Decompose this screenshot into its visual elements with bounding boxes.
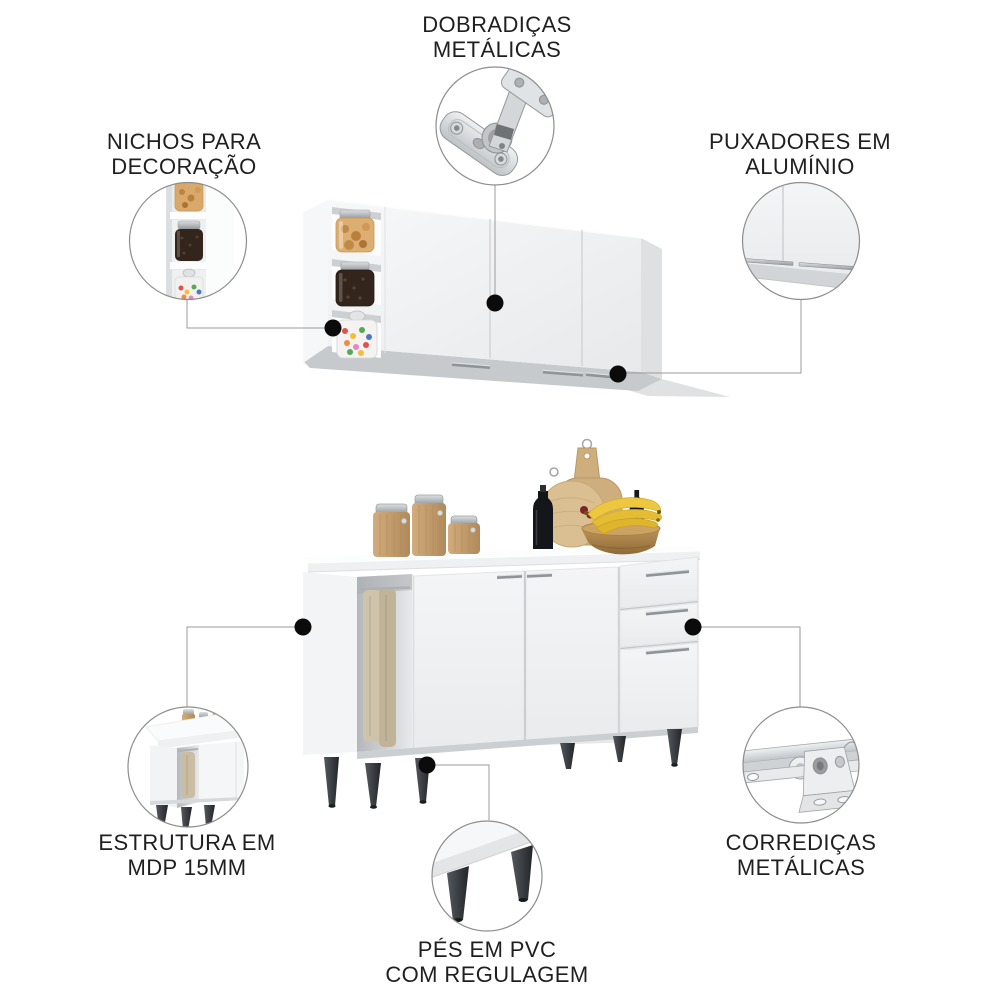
callout-text-line: MDP 15MM — [127, 855, 247, 880]
dot-dobradicas — [486, 294, 504, 312]
wall-door-handles — [451, 362, 614, 379]
countertop-decor — [373, 438, 662, 557]
dot-pes — [418, 756, 436, 774]
hinge-icon — [439, 67, 554, 176]
base-left-side — [303, 572, 357, 755]
niche-jar-coffee — [175, 220, 203, 261]
dot-nichos — [324, 319, 342, 337]
callout-label-nichos: NICHOS PARA DECORAÇÃO — [107, 129, 261, 179]
callout-circle-pes — [431, 820, 543, 932]
wall-cabinet — [302, 199, 730, 397]
dot-corredicas — [684, 618, 702, 636]
base-handles — [496, 569, 690, 655]
aluminum-handle-icon — [742, 182, 860, 291]
base-door-right — [525, 566, 619, 746]
connector-pes — [427, 764, 490, 820]
pvc-feet-icon — [432, 821, 542, 922]
dot-puxadores — [609, 365, 627, 383]
callout-label-estrutura: ESTRUTURA EM MDP 15MM — [98, 830, 275, 880]
base-cabinet — [302, 546, 701, 809]
drawer-slide-icon — [743, 737, 859, 813]
niche-jar-candy — [174, 268, 204, 300]
callout-text-line: DOBRADIÇAS — [422, 12, 572, 37]
callout-text-line: CORREDIÇAS — [725, 830, 877, 855]
callout-text-line: ALUMÍNIO — [745, 154, 855, 179]
callout-circle-puxadores — [741, 181, 861, 301]
cabinet-legs — [324, 729, 682, 809]
callout-text-line: METÁLICAS — [736, 855, 866, 880]
callout-text-line: METÁLICAS — [432, 37, 562, 62]
wall-jar-coffee — [335, 261, 375, 307]
callout-label-dobradicas: DOBRADIÇAS METÁLICAS — [422, 12, 571, 62]
mini-legs — [156, 805, 215, 827]
wall-cabinet-top-edge — [302, 199, 642, 239]
callout-text-line: PÉS EM PVC — [417, 937, 557, 962]
callout-text-line: PUXADORES EM — [708, 129, 892, 154]
wall-cabinet-left-side — [303, 200, 328, 363]
callout-dots — [294, 294, 702, 774]
wall-cabinet-underside — [304, 346, 662, 391]
connector-puxadores — [618, 300, 802, 374]
bananas — [580, 497, 662, 535]
callout-text-line: NICHOS PARA — [106, 129, 262, 154]
countertop-edge — [308, 551, 700, 572]
wall-cabinet-front — [328, 200, 641, 372]
connector-estrutura — [186, 626, 303, 707]
wall-jar-candy — [336, 310, 378, 359]
drawer-stack — [619, 556, 699, 734]
callout-text-line: DECORAÇÃO — [111, 154, 257, 179]
callout-circle-corredicas — [742, 706, 860, 824]
wall-cabinet-right-side — [641, 238, 662, 379]
callout-label-corredicas: CORREDIÇAS METÁLICAS — [726, 830, 877, 880]
callout-circle-estrutura — [127, 706, 249, 828]
connector-nichos — [186, 300, 333, 329]
callout-circle-nichos — [128, 181, 248, 301]
niche-jar-cookies — [174, 182, 204, 212]
wooden-canisters — [373, 494, 480, 557]
dot-estrutura — [294, 618, 312, 636]
callout-connectors — [186, 185, 802, 820]
callout-text-line: ESTRUTURA EM — [98, 830, 276, 855]
base-door-left — [413, 570, 525, 750]
callout-label-puxadores: PUXADORES EM ALUMÍNIO — [709, 129, 891, 179]
callout-circle-dobradicas — [435, 66, 555, 186]
towel-rod — [358, 586, 411, 591]
connector-corredicas — [693, 626, 801, 707]
hanging-towels — [363, 589, 396, 747]
callout-text-line: COM REGULAGEM — [385, 962, 589, 987]
callout-label-pes: PÉS EM PVC COM REGULAGEM — [385, 937, 588, 987]
decor-niches-icon — [166, 182, 234, 300]
wall-jar-cookies — [335, 209, 375, 253]
base-bottom-band — [357, 727, 698, 759]
